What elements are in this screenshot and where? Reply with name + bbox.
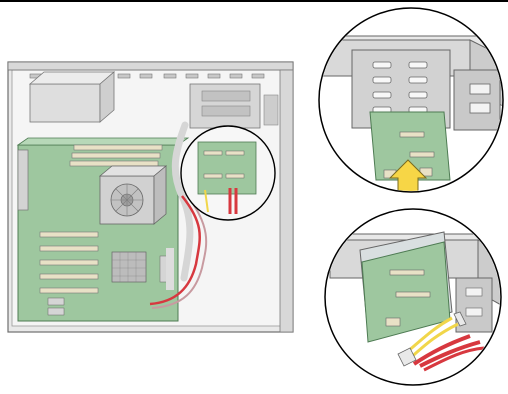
power-supply-top [28, 71, 116, 85]
sata-cable-red [149, 195, 201, 306]
sata-cable-pink [151, 193, 208, 309]
chassis-right-rail [279, 69, 294, 333]
top-rule [0, 0, 508, 2]
chipset-heatsink [111, 251, 147, 283]
bay-bracket [263, 94, 279, 126]
motherboard-edge [16, 137, 190, 146]
backplane-in-chassis [197, 141, 257, 214]
expansion-slots [39, 231, 99, 294]
drive-cage-callout [318, 7, 504, 193]
power-supply-side [99, 71, 115, 123]
memory-slots [69, 144, 163, 167]
power-supply [29, 83, 101, 123]
optical-drive [201, 90, 251, 102]
cpu-heatsink [98, 165, 168, 225]
rear-bracket [17, 149, 29, 211]
cabling-callout [324, 208, 502, 386]
chassis-top-rail [7, 61, 294, 71]
optical-drive-2 [201, 105, 251, 117]
server-chassis [7, 61, 294, 333]
